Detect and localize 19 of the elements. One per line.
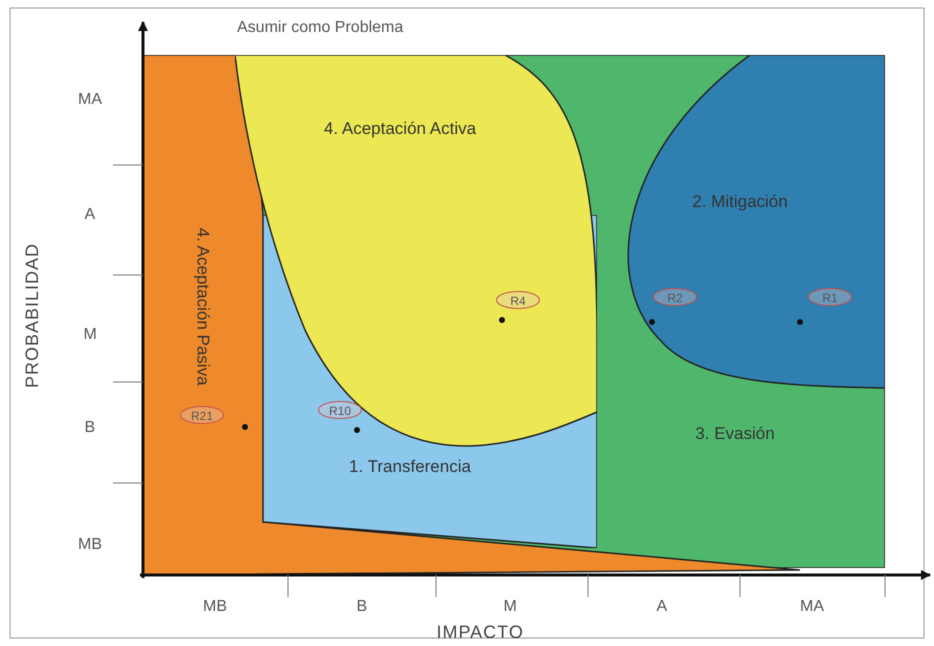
tick-label: M	[504, 598, 517, 616]
axis-title: PROBABILIDAD	[22, 242, 43, 388]
zone-label: 4. Aceptación Pasiva	[192, 226, 214, 388]
axis-note: Asumir como Problema	[237, 19, 404, 37]
tick-label: B	[356, 598, 368, 616]
axis-title: IMPACTO	[436, 622, 524, 642]
tick-label: M	[84, 326, 97, 344]
tick-label: MB	[78, 536, 102, 554]
risk-marker: R4	[496, 291, 540, 309]
tick-label: A	[84, 206, 96, 224]
tick-label: MB	[203, 598, 227, 616]
tick-label: B	[84, 419, 96, 437]
tick-label: MA	[78, 91, 102, 109]
zone-label: 3. Evasión	[694, 423, 776, 444]
tick-label: MA	[800, 598, 824, 616]
zone-label: 4. Aceptación Activa	[322, 118, 478, 140]
zone-label: 1. Transferencia	[348, 456, 472, 478]
tick-label: A	[656, 598, 668, 616]
zone-label: 2. Mitigación	[691, 191, 789, 212]
